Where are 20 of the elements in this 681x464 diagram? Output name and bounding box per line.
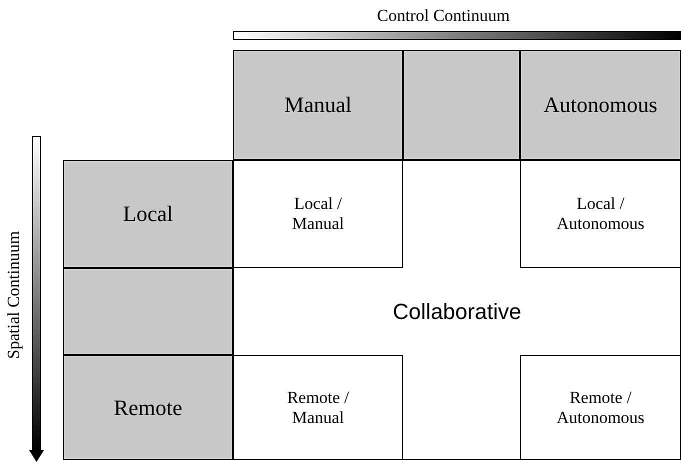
axis-label: Control Continuum — [377, 6, 510, 26]
grid-cell — [233, 160, 403, 268]
axis-label: Spatial Continuum — [4, 231, 24, 359]
cell-label: Manual — [284, 92, 352, 118]
cell-label: Local / Manual — [291, 194, 345, 234]
header-cell — [520, 50, 681, 160]
cell-label: Remote / Manual — [286, 388, 350, 428]
header-cell — [63, 355, 233, 460]
region-label: Collaborative — [392, 298, 522, 324]
cell-label: Remote / Autonomous — [556, 388, 646, 428]
cell-label: Local — [122, 201, 174, 227]
empty-header-cell — [63, 268, 233, 355]
grid-cell — [233, 355, 403, 460]
grid-cell — [520, 160, 681, 268]
header-cell — [63, 160, 233, 268]
grid-cell — [520, 355, 681, 460]
cell-label: Remote — [114, 394, 182, 420]
header-cell — [233, 50, 403, 160]
cell-label: Autonomous — [544, 92, 658, 118]
cell-label: Local / Autonomous — [556, 194, 646, 234]
